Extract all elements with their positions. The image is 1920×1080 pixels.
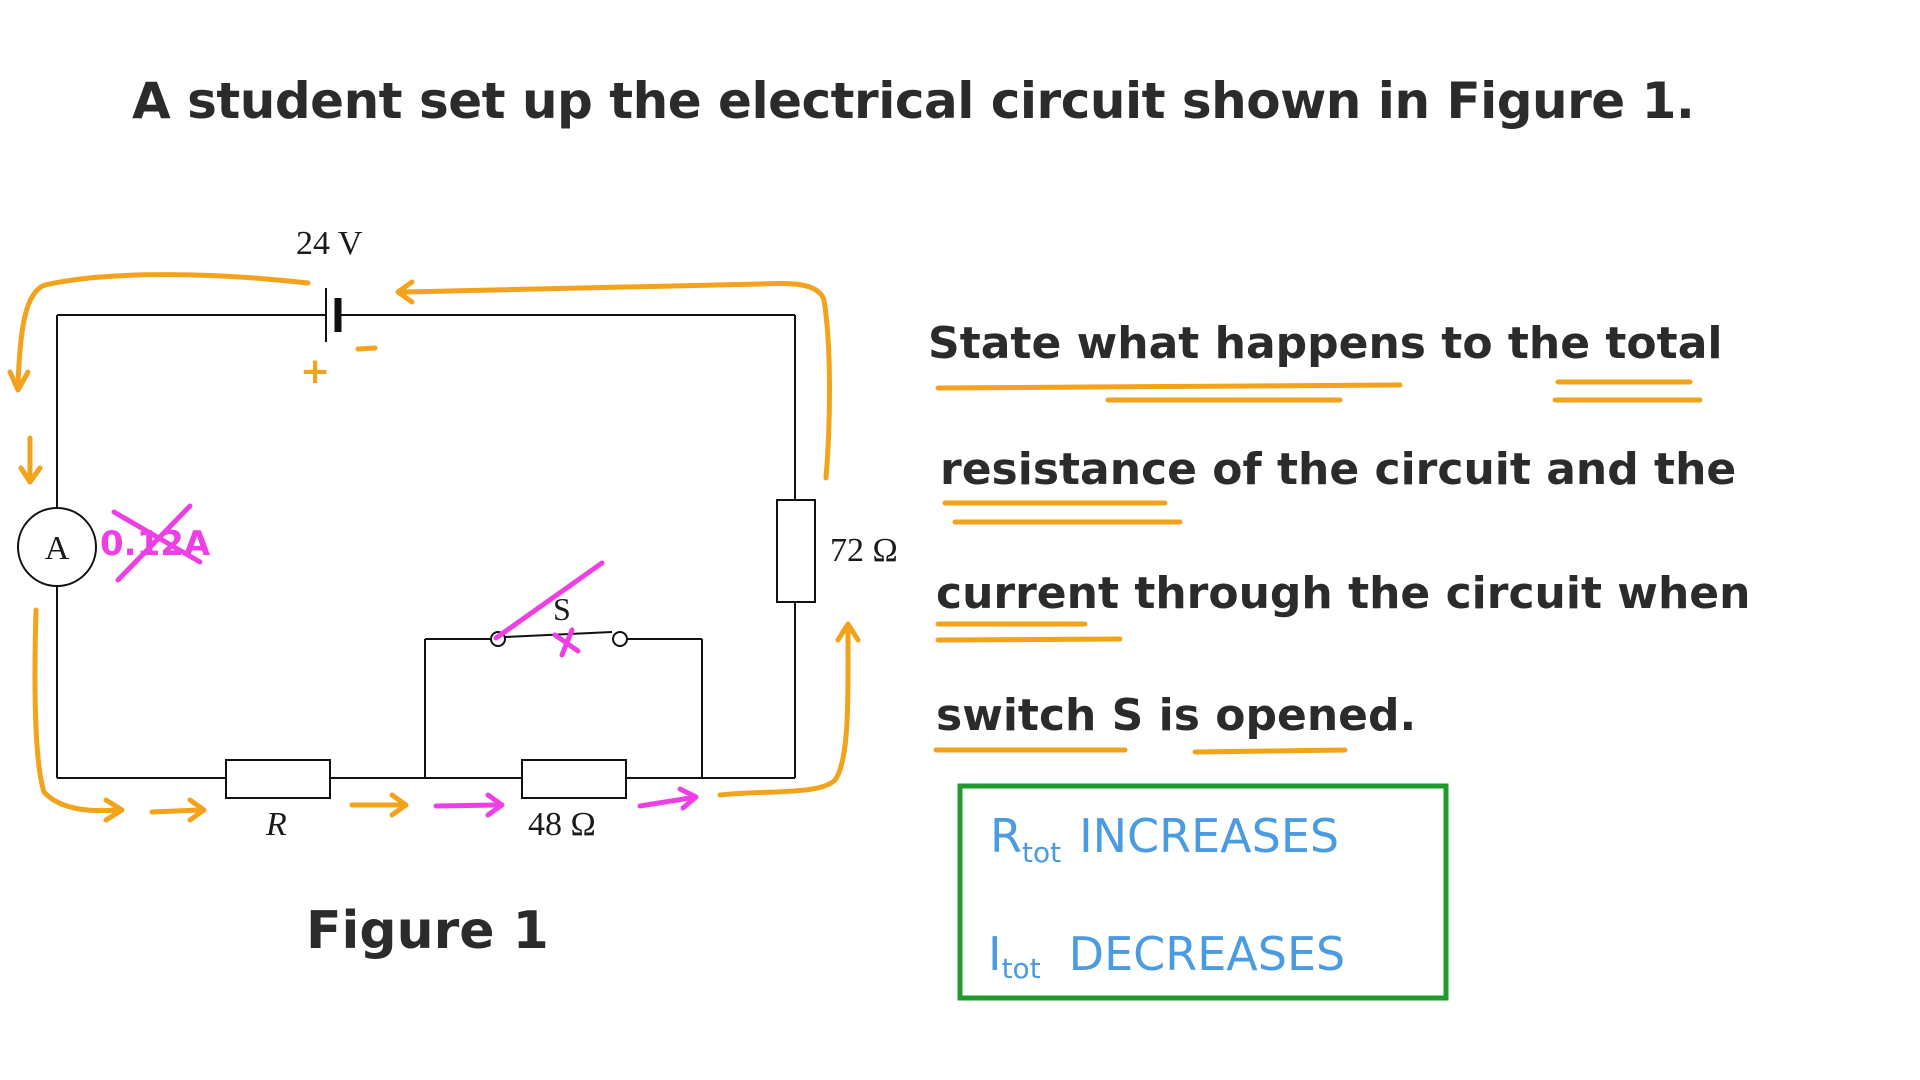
cross-out-stroke-2 <box>115 503 193 583</box>
current-arrow-left-bottom <box>32 607 121 814</box>
current-arrow-magenta-1 <box>433 802 501 809</box>
question-line-1: State what happens to the total <box>928 318 1722 369</box>
question-line-4: switch S is opened. <box>936 690 1416 741</box>
resistor-r-label: R <box>265 806 287 843</box>
ammeter <box>17 507 97 587</box>
arrowhead-magenta-1 <box>485 792 505 818</box>
switch-contact-right <box>612 631 628 647</box>
arrowhead-bottom-3 <box>389 792 409 818</box>
switch-annotations: 0.12A <box>100 503 699 818</box>
underline-state-what-happens <box>935 382 1403 391</box>
answer-line-1-text: INCREASES <box>1079 809 1339 863</box>
ammeter-symbol: A <box>45 530 70 567</box>
battery-minus-sign <box>355 345 378 352</box>
resistor-72 <box>776 499 816 603</box>
answer-line-1: Rtot INCREASES <box>990 809 1339 869</box>
arrowhead-right <box>835 621 861 643</box>
arrowhead-bottom-2 <box>187 797 207 823</box>
switch-cross-2 <box>559 627 575 658</box>
answer-line-2-text: DECREASES <box>1069 927 1346 981</box>
resistor-r <box>225 759 331 799</box>
battery-plus-sign: + <box>300 351 330 392</box>
answer-rtot-subscript: tot <box>1022 836 1061 869</box>
arrowhead-left-top <box>7 369 31 393</box>
resistor-72-label: 72 Ω <box>830 532 898 569</box>
current-arrow-right <box>717 627 851 798</box>
figure-caption: Figure 1 <box>306 901 549 961</box>
switch-label: S <box>553 591 571 627</box>
arrowhead-top-right <box>395 279 415 305</box>
current-arrow-bottom-2 <box>149 807 203 815</box>
question-line-3: current through the circuit when <box>936 568 1750 619</box>
underline-current-2 <box>935 636 1123 643</box>
arrowhead-left-short <box>18 465 43 485</box>
heading: A student set up the electrical circuit … <box>132 72 1694 130</box>
question-line-2: resistance of the circuit and the <box>940 444 1736 495</box>
answer-rtot-symbol: R <box>990 809 1022 863</box>
switch-open-blade <box>493 560 605 641</box>
answer-itot-symbol: I <box>988 927 1002 981</box>
circuit-diagram: 24 V A 72 Ω R 48 Ω S <box>17 225 898 843</box>
answer-line-2: Itot DECREASES <box>988 927 1345 985</box>
current-arrow-magenta-2 <box>637 795 693 809</box>
current-arrow-top-left <box>15 272 311 388</box>
current-arrow-top-right <box>402 281 832 481</box>
resistor-48 <box>521 759 627 799</box>
question: State what happens to the total resistan… <box>928 318 1750 755</box>
underline-opened <box>1192 747 1348 755</box>
resistor-48-label: 48 Ω <box>528 806 596 843</box>
battery-voltage-label: 24 V <box>296 225 363 262</box>
arrowhead-magenta-2 <box>677 786 699 811</box>
current-flow-annotations: + <box>7 272 861 823</box>
answer-itot-subscript: tot <box>1002 952 1041 985</box>
arrowhead-bottom-1 <box>103 797 125 823</box>
answer-box-border <box>957 783 1449 1001</box>
